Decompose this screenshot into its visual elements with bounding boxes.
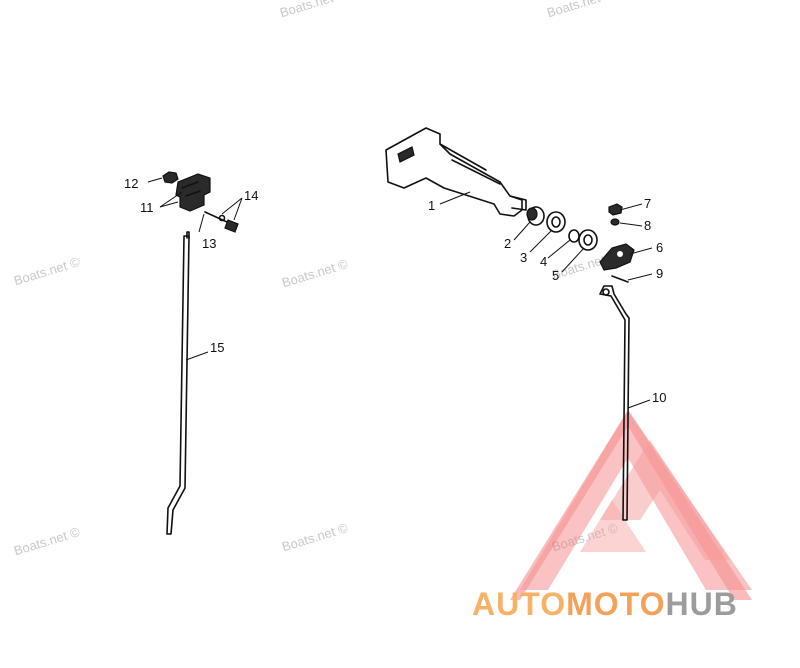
nut-12-icon — [162, 171, 179, 184]
bolt-7-icon — [608, 203, 623, 216]
bolt-head-14-icon — [224, 219, 239, 233]
logo-moto-text: MOTO — [566, 586, 666, 622]
logo-auto-text: AUTO — [472, 586, 567, 622]
callout-15: 15 — [210, 340, 224, 355]
callout-14: 14 — [244, 188, 258, 203]
rod-15-icon — [166, 235, 190, 535]
callout-3: 3 — [520, 250, 527, 265]
washer-4-icon — [568, 229, 580, 243]
callout-11: 11 — [140, 200, 154, 215]
logo-wordmark: AUTOMOTOHUB — [472, 586, 738, 623]
logo-hub-text: HUB — [665, 586, 738, 622]
callout-10: 10 — [652, 390, 666, 405]
pin-9-icon — [611, 275, 629, 283]
callout-7: 7 — [644, 196, 651, 211]
left-bracket-assembly — [162, 171, 239, 535]
washer-14-icon — [218, 214, 226, 222]
right-lever-assembly — [385, 127, 635, 521]
lockwasher-8-icon — [610, 218, 620, 226]
shift-lever-1-icon — [385, 127, 523, 217]
callout-4: 4 — [540, 254, 547, 269]
callout-12: 12 — [124, 176, 138, 191]
callout-9: 9 — [656, 266, 663, 281]
logo-triangle-icon — [510, 410, 752, 600]
callout-2: 2 — [504, 236, 511, 251]
callout-6: 6 — [656, 240, 663, 255]
callout-8: 8 — [644, 218, 651, 233]
rod-10-icon — [599, 285, 630, 521]
washer-3-icon — [546, 211, 566, 233]
leader-lines — [147, 177, 653, 409]
callout-5: 5 — [552, 268, 559, 283]
crank-6-icon — [599, 243, 635, 271]
bracket-11-icon — [175, 173, 211, 212]
callout-13: 13 — [202, 236, 216, 251]
callout-1: 1 — [428, 198, 435, 213]
washer-5-icon — [578, 229, 598, 251]
